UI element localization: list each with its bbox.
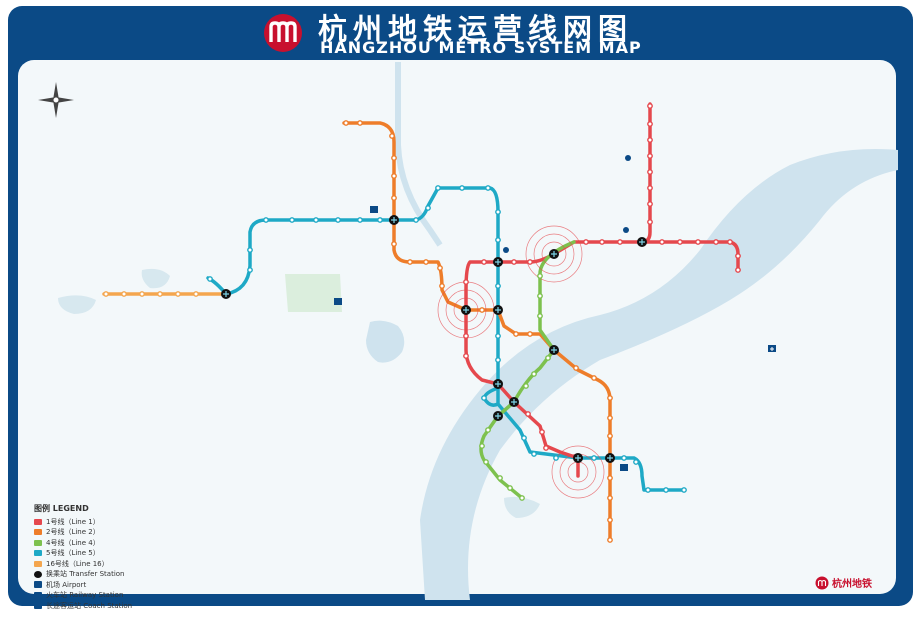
west-lake	[366, 320, 405, 363]
transfer-station-icon	[461, 305, 471, 315]
map-title-english: HANGZHOU METRO SYSTEM MAP	[320, 38, 642, 57]
legend-item-line-16: 16号线（Line 16）	[34, 559, 132, 570]
transfer-station-icon	[493, 305, 503, 315]
legend-label: 2号线（Line 2）	[46, 528, 100, 536]
map-legend: 图例 LEGEND 1号线（Line 1） 2号线（Line 2） 4号线（Li…	[34, 504, 132, 611]
legend-item-line-2: 2号线（Line 2）	[34, 527, 132, 538]
landmark-pin-icon	[503, 247, 509, 253]
lake-north	[141, 268, 170, 289]
legend-item-line-5: 5号线（Line 5）	[34, 548, 132, 559]
legend-heading: 图例 LEGEND	[34, 504, 89, 513]
legend-label: 4号线（Line 4）	[46, 538, 100, 547]
transfer-station-icon	[637, 237, 647, 247]
railway-station-icon	[370, 206, 378, 213]
legend-label: 1号线（Line 1）	[46, 517, 100, 526]
wetland-park	[285, 274, 342, 312]
landmark-pin-icon	[623, 227, 629, 233]
legend-label: 火车站 Railway Station	[46, 591, 124, 599]
legend-label: 5号线（Line 5）	[46, 549, 100, 557]
lake-west	[58, 295, 96, 314]
legend-item-coach: 长途客运站 Coach Station	[34, 601, 132, 612]
brand-name: 杭州地铁	[832, 579, 872, 590]
legend-label: 换乘站 Transfer Station	[46, 570, 125, 578]
transfer-station-icon	[493, 379, 503, 389]
legend-item-line-4: 4号线（Line 4）	[34, 538, 132, 549]
legend-label: 长途客运站 Coach Station	[46, 601, 133, 610]
brand-logo: 杭州地铁	[815, 575, 872, 590]
legend-label: 16号线（Line 16）	[46, 559, 109, 568]
grand-canal	[395, 62, 443, 247]
transfer-station-icon	[549, 249, 559, 259]
landmark-pin-icon	[625, 155, 631, 161]
coach-station-icon	[34, 602, 42, 610]
hub-ring-north	[525, 225, 583, 283]
legend-item-airport: 机场 Airport	[34, 580, 132, 591]
legend-item-line-1: 1号线（Line 1）	[34, 517, 132, 528]
transfer-station-icon	[573, 453, 583, 463]
transfer-station-icon	[549, 345, 559, 355]
transfer-station-icon	[221, 289, 231, 299]
hub-ring-south	[551, 445, 605, 499]
railway-station-icon	[620, 464, 628, 471]
transfer-stations	[221, 215, 647, 463]
railway-station-icon	[34, 591, 42, 599]
legend-label: 机场 Airport	[46, 580, 87, 589]
legend-item-transfer: 换乘站 Transfer Station	[34, 569, 132, 580]
airport-icon	[34, 581, 42, 589]
lake-south	[504, 496, 540, 518]
transfer-station-icon	[493, 257, 503, 267]
metro-logo-icon	[815, 576, 829, 589]
airport-icon	[768, 345, 776, 352]
transfer-station-icon	[493, 411, 503, 421]
metro-logo-icon	[264, 14, 302, 52]
qiantang-river	[420, 149, 898, 600]
railway-station-icon	[334, 298, 342, 305]
legend-item-railway: 火车站 Railway Station	[34, 590, 132, 601]
stations	[103, 103, 741, 543]
map-title-chinese: 杭州地铁运营线网图	[318, 12, 634, 46]
transfer-station-icon	[509, 397, 519, 407]
transfer-station-icon	[389, 215, 399, 225]
compass-icon	[38, 82, 74, 118]
transfer-station-icon	[34, 570, 42, 578]
transfer-station-icon	[605, 453, 615, 463]
